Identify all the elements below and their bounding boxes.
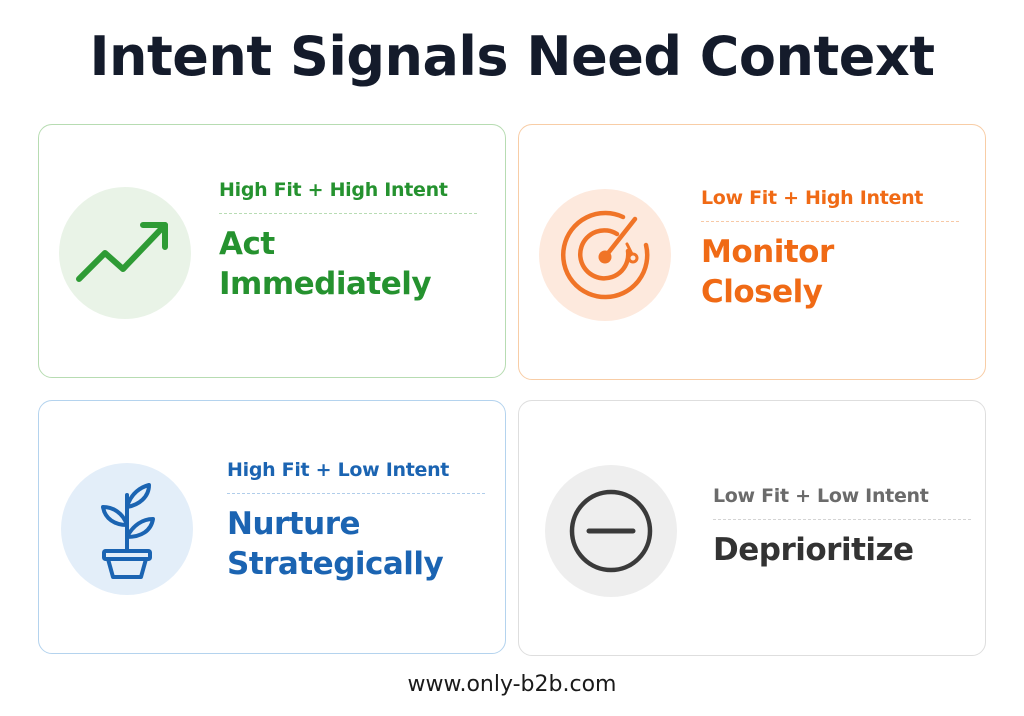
page-title: Intent Signals Need Context [89,25,935,88]
quadrant-action: Act Immediately [219,226,432,302]
quadrant-action: Deprioritize [713,532,914,568]
quadrant-action: Monitor Closely [701,234,834,310]
quadrant-card-act-immediately: High Fit + High Intent Act Immediately [38,124,506,378]
potted-plant-icon [101,483,155,579]
quadrant-label: High Fit + High Intent [219,177,477,214]
quadrant-text: Low Fit + High Intent Monitor Closely [701,185,959,312]
quadrant-text: High Fit + High Intent Act Immediately [219,177,477,304]
quadrant-card-monitor-closely: Low Fit + High Intent Monitor Closely [518,124,986,380]
icon-circle [59,187,191,319]
quadrant-card-deprioritize: Low Fit + Low Intent Deprioritize [518,400,986,656]
icon-circle [539,189,671,321]
quadrant-label: High Fit + Low Intent [227,457,485,494]
quadrant-text: High Fit + Low Intent Nurture Strategica… [227,457,485,584]
icon-circle [61,463,193,595]
radar-target-icon [561,210,650,300]
quadrant-card-nurture-strategically: High Fit + Low Intent Nurture Strategica… [38,400,506,654]
quadrant-text: Low Fit + Low Intent Deprioritize [713,483,971,570]
icon-circle [545,465,677,597]
quadrant-label: Low Fit + High Intent [701,185,959,222]
minus-circle-icon [569,489,653,573]
quadrant-label: Low Fit + Low Intent [713,483,971,520]
trend-up-arrow-icon [76,222,168,282]
quadrant-action: Nurture Strategically [227,506,444,582]
footer-url: www.only-b2b.com [407,672,617,697]
